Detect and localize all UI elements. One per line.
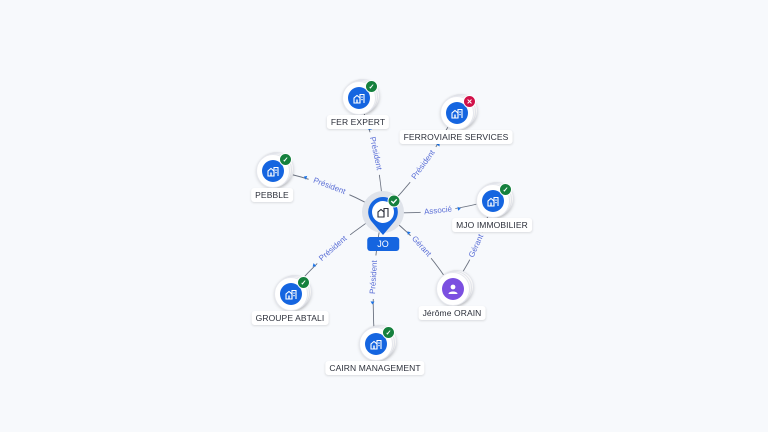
node-circle: ✓ bbox=[256, 153, 292, 188]
edge-label: Président bbox=[410, 148, 438, 181]
node-label[interactable]: CAIRN MANAGEMENT bbox=[325, 361, 425, 375]
node-ferroviaire-services[interactable]: ✕ bbox=[440, 94, 478, 130]
node-pebble[interactable]: ✓ bbox=[256, 152, 294, 188]
arrow-icon bbox=[370, 301, 375, 305]
check-badge-icon: ✓ bbox=[365, 80, 378, 93]
edge-label: Président bbox=[312, 176, 348, 197]
center-node-label[interactable]: JO bbox=[367, 237, 399, 251]
edge-label-group: Associé bbox=[420, 203, 461, 216]
node-label[interactable]: MJO IMMOBILIER bbox=[452, 218, 532, 232]
cross-badge-icon: ✕ bbox=[463, 95, 476, 108]
edge-label: Associé bbox=[424, 204, 453, 216]
edge-label-group: Président bbox=[303, 172, 352, 197]
company-icon bbox=[262, 160, 284, 182]
node-label[interactable]: GROUPE ABTALI bbox=[251, 311, 329, 325]
company-icon bbox=[365, 333, 387, 355]
company-icon bbox=[348, 87, 370, 109]
node-circle: ✓ bbox=[274, 276, 310, 311]
node-circle bbox=[436, 272, 470, 306]
edge-label: Gérant bbox=[467, 232, 486, 259]
company-icon bbox=[446, 102, 468, 124]
check-badge-icon: ✓ bbox=[297, 276, 310, 289]
node-label[interactable]: FERROVIAIRE SERVICES bbox=[399, 130, 513, 144]
edge-label-group: Gérant bbox=[407, 231, 436, 260]
company-icon bbox=[482, 190, 504, 212]
edge-label-group: Président bbox=[367, 126, 386, 176]
node-circle: ✕ bbox=[440, 95, 476, 130]
check-badge-icon: ✓ bbox=[499, 183, 512, 196]
node-label[interactable]: FER EXPERT bbox=[326, 115, 390, 129]
arrow-icon bbox=[457, 206, 461, 211]
edge-label: Président bbox=[317, 233, 349, 262]
arrow-icon bbox=[303, 175, 308, 180]
arrow-icon bbox=[407, 231, 411, 235]
node-groupe-abtali[interactable]: ✓ bbox=[274, 275, 312, 311]
person-icon bbox=[442, 278, 464, 300]
node-fer-expert[interactable]: ✓ bbox=[342, 79, 380, 115]
center-node-pin[interactable] bbox=[366, 195, 400, 237]
edge-label-group: Président bbox=[405, 142, 440, 185]
edge-label-group: Président bbox=[312, 229, 352, 267]
node-jerome-orain[interactable] bbox=[436, 270, 474, 306]
node-label[interactable]: Jérôme ORAIN bbox=[418, 306, 486, 320]
edge-label: Président bbox=[368, 259, 379, 294]
company-icon bbox=[280, 283, 302, 305]
arrow-icon bbox=[312, 263, 317, 267]
edge-label-group: Président bbox=[366, 255, 379, 305]
node-circle: ✓ bbox=[359, 326, 395, 361]
edge-label: Président bbox=[368, 136, 384, 172]
node-circle: ✓ bbox=[342, 80, 378, 115]
node-circle: ✓ bbox=[476, 183, 512, 218]
node-label[interactable]: PEBBLE bbox=[251, 188, 293, 202]
check-badge-icon: ✓ bbox=[279, 153, 292, 166]
check-badge-icon: ✓ bbox=[382, 326, 395, 339]
node-cairn-management[interactable]: ✓ bbox=[359, 325, 397, 361]
node-mjo-immobilier[interactable]: ✓ bbox=[476, 182, 514, 218]
